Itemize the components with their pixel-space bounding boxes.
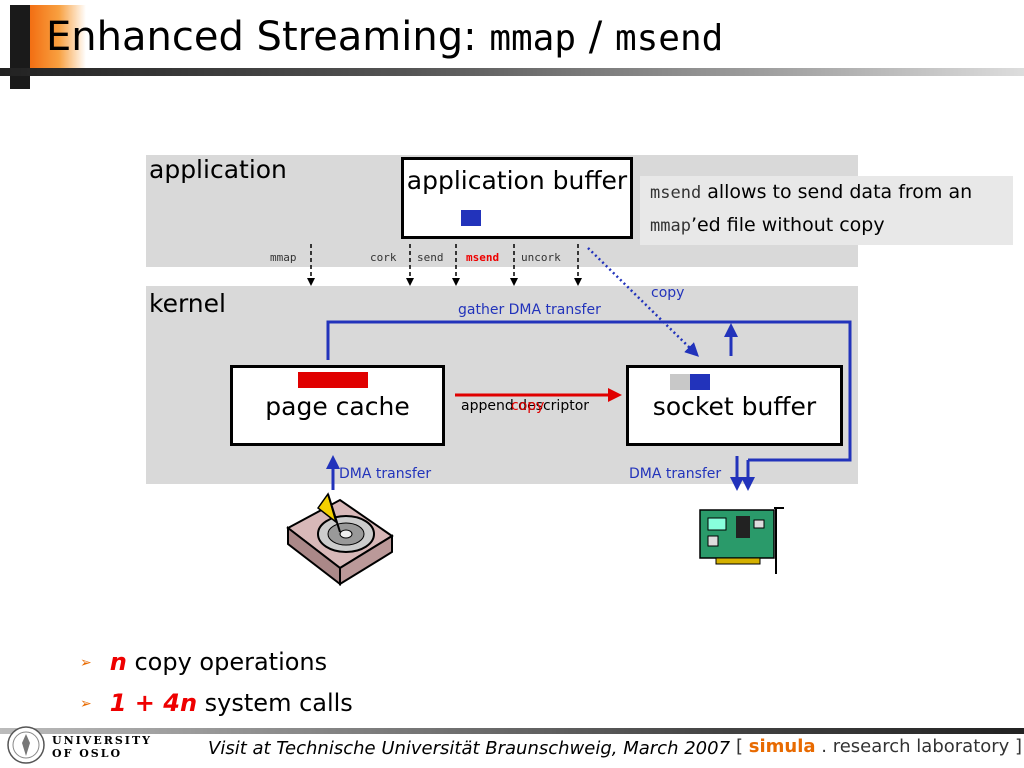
title-code-mmap: mmap — [489, 18, 577, 59]
dma-transfer-right-label: DMA transfer — [629, 466, 722, 482]
dma-transfer-left-label: DMA transfer — [339, 466, 432, 482]
bullet-copy-ops: ➢n copy operations — [80, 648, 328, 676]
append-descriptor-label: append descriptor — [461, 398, 590, 414]
application-buffer-label: application buffer — [406, 166, 628, 195]
page-cache-label: page cache — [265, 392, 410, 421]
footer-divider — [0, 728, 1024, 734]
call-mmap: mmap — [270, 251, 297, 264]
socket-buffer-box: socket buffer — [626, 365, 843, 446]
call-msend: msend — [466, 251, 500, 264]
simula-logo: [ simula . research laboratory ] — [736, 736, 1023, 757]
app-data-block — [461, 210, 481, 226]
hard-disk-icon — [286, 492, 394, 587]
call-uncork: uncork — [521, 251, 561, 264]
bullet-system-calls: ➢1 + 4n system calls — [80, 689, 353, 717]
copy-label: copy — [651, 285, 685, 301]
application-label: application — [149, 155, 287, 184]
page-data-block — [298, 372, 368, 388]
socket-buffer-label: socket buffer — [652, 392, 817, 421]
footer-text: Visit at Technische Universität Braunsch… — [208, 738, 731, 759]
overlay-copy-label: copy — [511, 398, 545, 414]
socket-data-block — [690, 374, 710, 390]
call-send: send — [417, 251, 444, 264]
application-buffer-box: application buffer — [401, 157, 633, 239]
msend-note: msend allows to send data from an mmap’e… — [640, 176, 1013, 245]
university-name: UNIVERSITY OF OSLO — [52, 734, 152, 760]
call-cork: cork — [370, 251, 397, 264]
descriptor-block — [670, 374, 690, 390]
gather-dma-line — [326, 320, 852, 462]
gather-dma-label: gather DMA transfer — [458, 302, 601, 318]
bullet-arrow-icon: ➢ — [80, 696, 92, 712]
slide-title: Enhanced Streaming: mmap / msend — [46, 14, 724, 60]
bullet-arrow-icon: ➢ — [80, 655, 92, 671]
title-code-msend: msend — [614, 18, 724, 59]
network-card-icon — [699, 507, 784, 574]
title-divider — [0, 68, 1024, 76]
kernel-label: kernel — [149, 289, 226, 318]
university-seal-icon — [7, 726, 45, 764]
